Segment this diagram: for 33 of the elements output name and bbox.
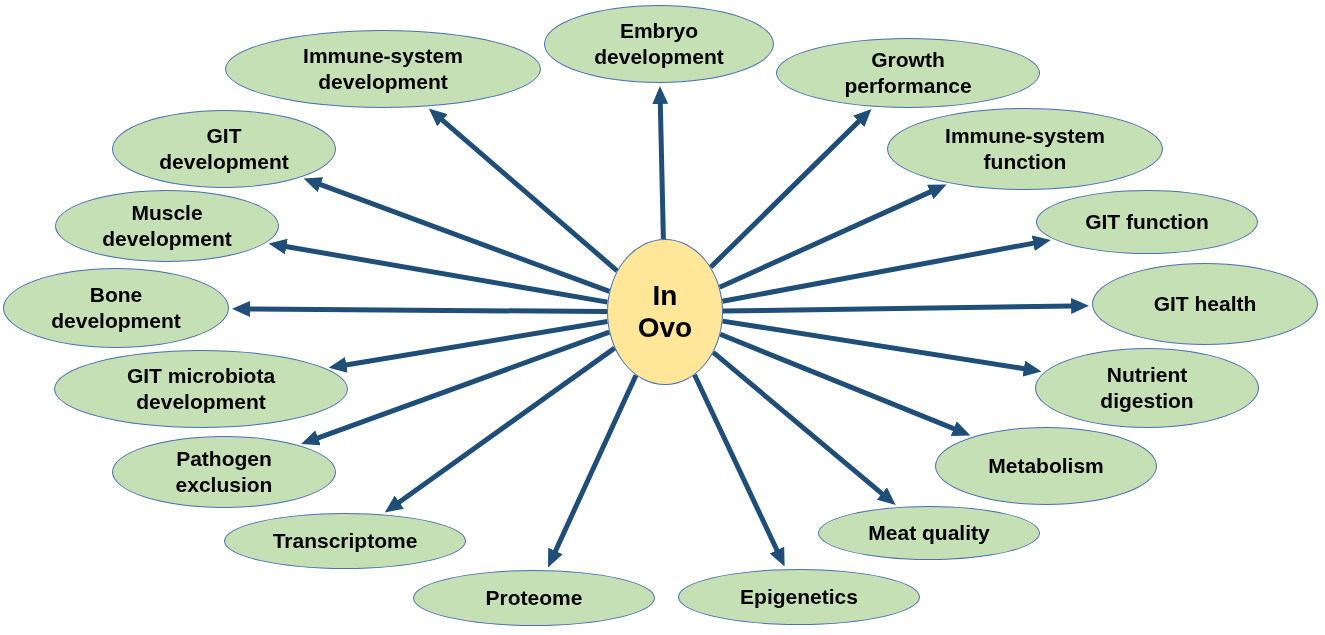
arrow [721, 235, 1052, 304]
arrow [383, 346, 617, 515]
arrow [328, 319, 608, 373]
arrow [718, 182, 948, 290]
node-label: GIT function [1084, 209, 1210, 235]
arrow [708, 107, 874, 269]
arrow [722, 318, 1042, 377]
node-label: Pathogen exclusion [174, 446, 274, 498]
node-label: Growth performance [843, 47, 973, 99]
node-label: In Ovo [637, 279, 693, 345]
arrow [427, 106, 619, 273]
arrow [692, 373, 787, 568]
node-label: GIT development [158, 123, 290, 175]
node-label: Embryo development [593, 18, 725, 70]
arrow [232, 300, 607, 317]
node-label: Immune-system function [944, 123, 1106, 175]
arrow [268, 238, 608, 305]
node-label: Nutrient digestion [1099, 362, 1195, 414]
node-label: Transcriptome [271, 528, 419, 554]
arrow [652, 85, 669, 240]
node-label: GIT microbiota development [125, 363, 277, 415]
node-label: Meat quality [867, 520, 991, 546]
arrow [711, 350, 898, 507]
arrow [545, 374, 639, 569]
arrow [722, 297, 1090, 314]
node-label: GIT health [1152, 291, 1258, 317]
node-label: Metabolism [987, 453, 1105, 479]
node-label: Epigenetics [739, 584, 859, 610]
arrow [719, 332, 972, 438]
node-label: Bone development [50, 282, 182, 334]
node-label: Proteome [484, 585, 584, 611]
node-label: Immune-system development [302, 43, 464, 95]
node-label: Muscle development [101, 200, 233, 252]
